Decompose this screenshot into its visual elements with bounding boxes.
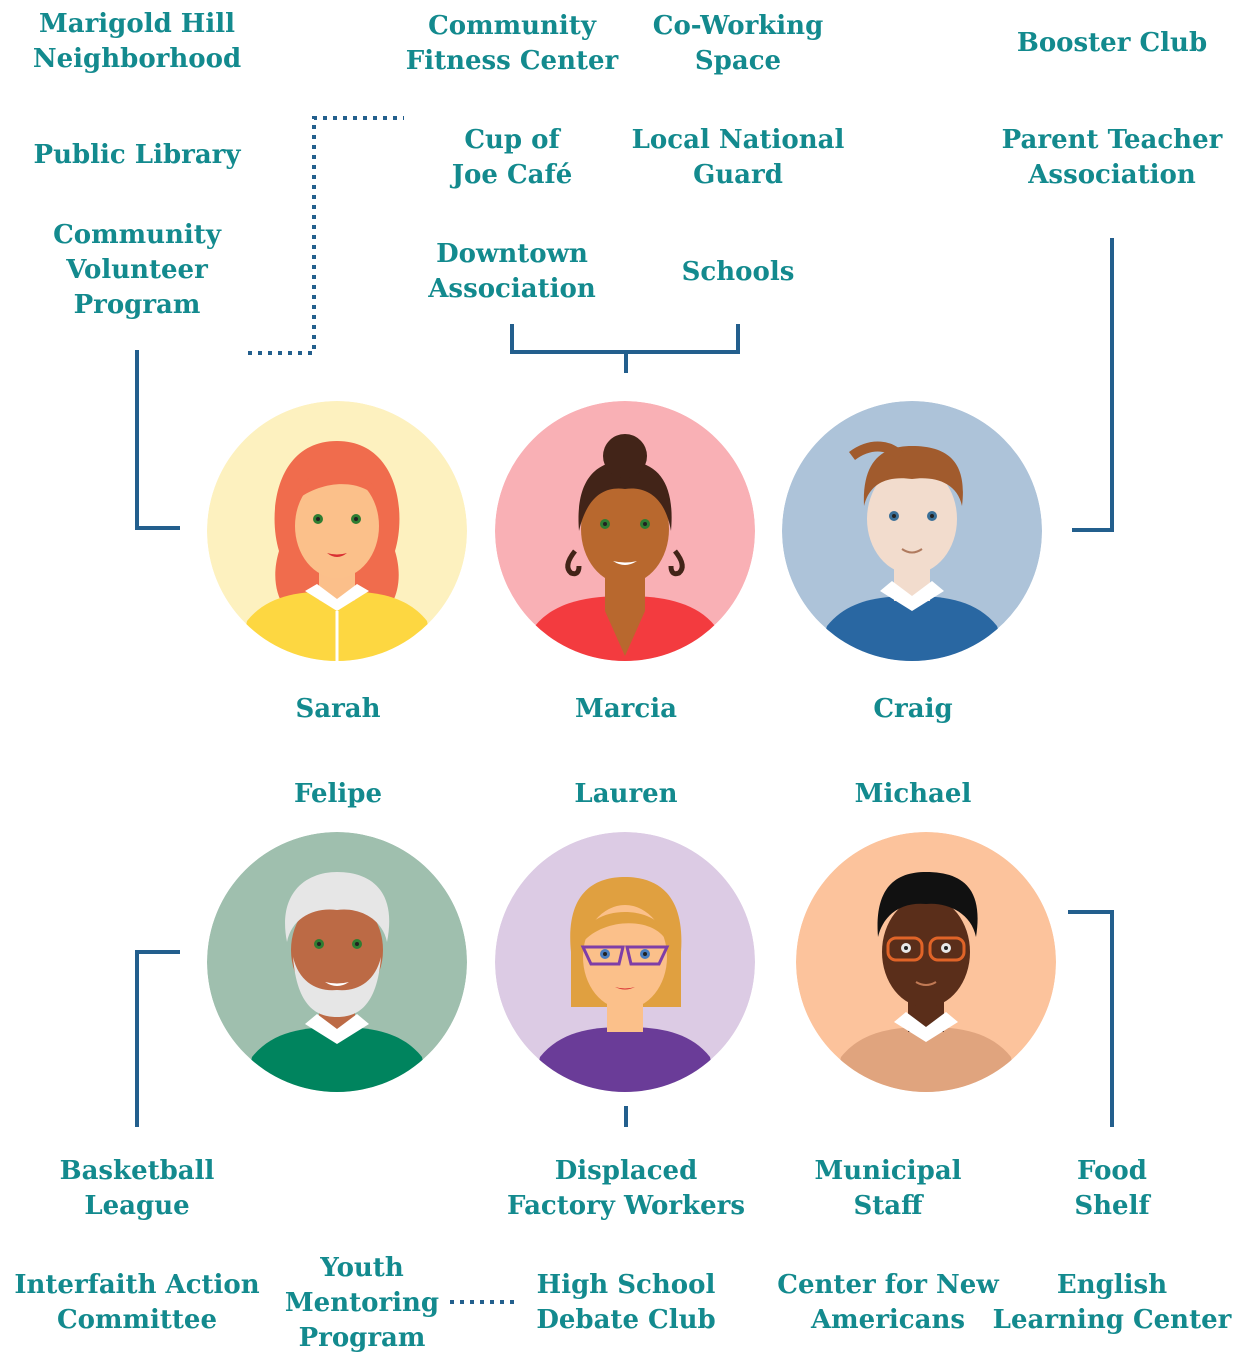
sarah-connector: [135, 350, 180, 530]
label-public-library: Public Library: [33, 140, 241, 170]
lauren-avatar: [495, 832, 755, 1092]
michael-avatar: [796, 832, 1056, 1092]
name-michael: Michael: [854, 779, 972, 809]
label-schools: Schools: [681, 257, 795, 287]
marcia-avatar: [495, 401, 755, 661]
felipe-avatar: [207, 832, 467, 1092]
michael-connector: [1068, 910, 1114, 1127]
name-marcia: Marcia: [575, 694, 677, 724]
sarah-avatar: [207, 401, 467, 661]
label-booster-club: Booster Club: [1016, 28, 1208, 58]
craig-connector: [1072, 238, 1114, 532]
name-felipe: Felipe: [293, 779, 383, 809]
name-sarah: Sarah: [295, 694, 381, 724]
name-lauren: Lauren: [574, 779, 678, 809]
marcia-connector: [510, 324, 740, 354]
craig-avatar: [782, 401, 1042, 661]
name-craig: Craig: [873, 694, 953, 724]
felipe-connector: [135, 950, 180, 1127]
sarah-dotted-connector: [248, 116, 404, 355]
